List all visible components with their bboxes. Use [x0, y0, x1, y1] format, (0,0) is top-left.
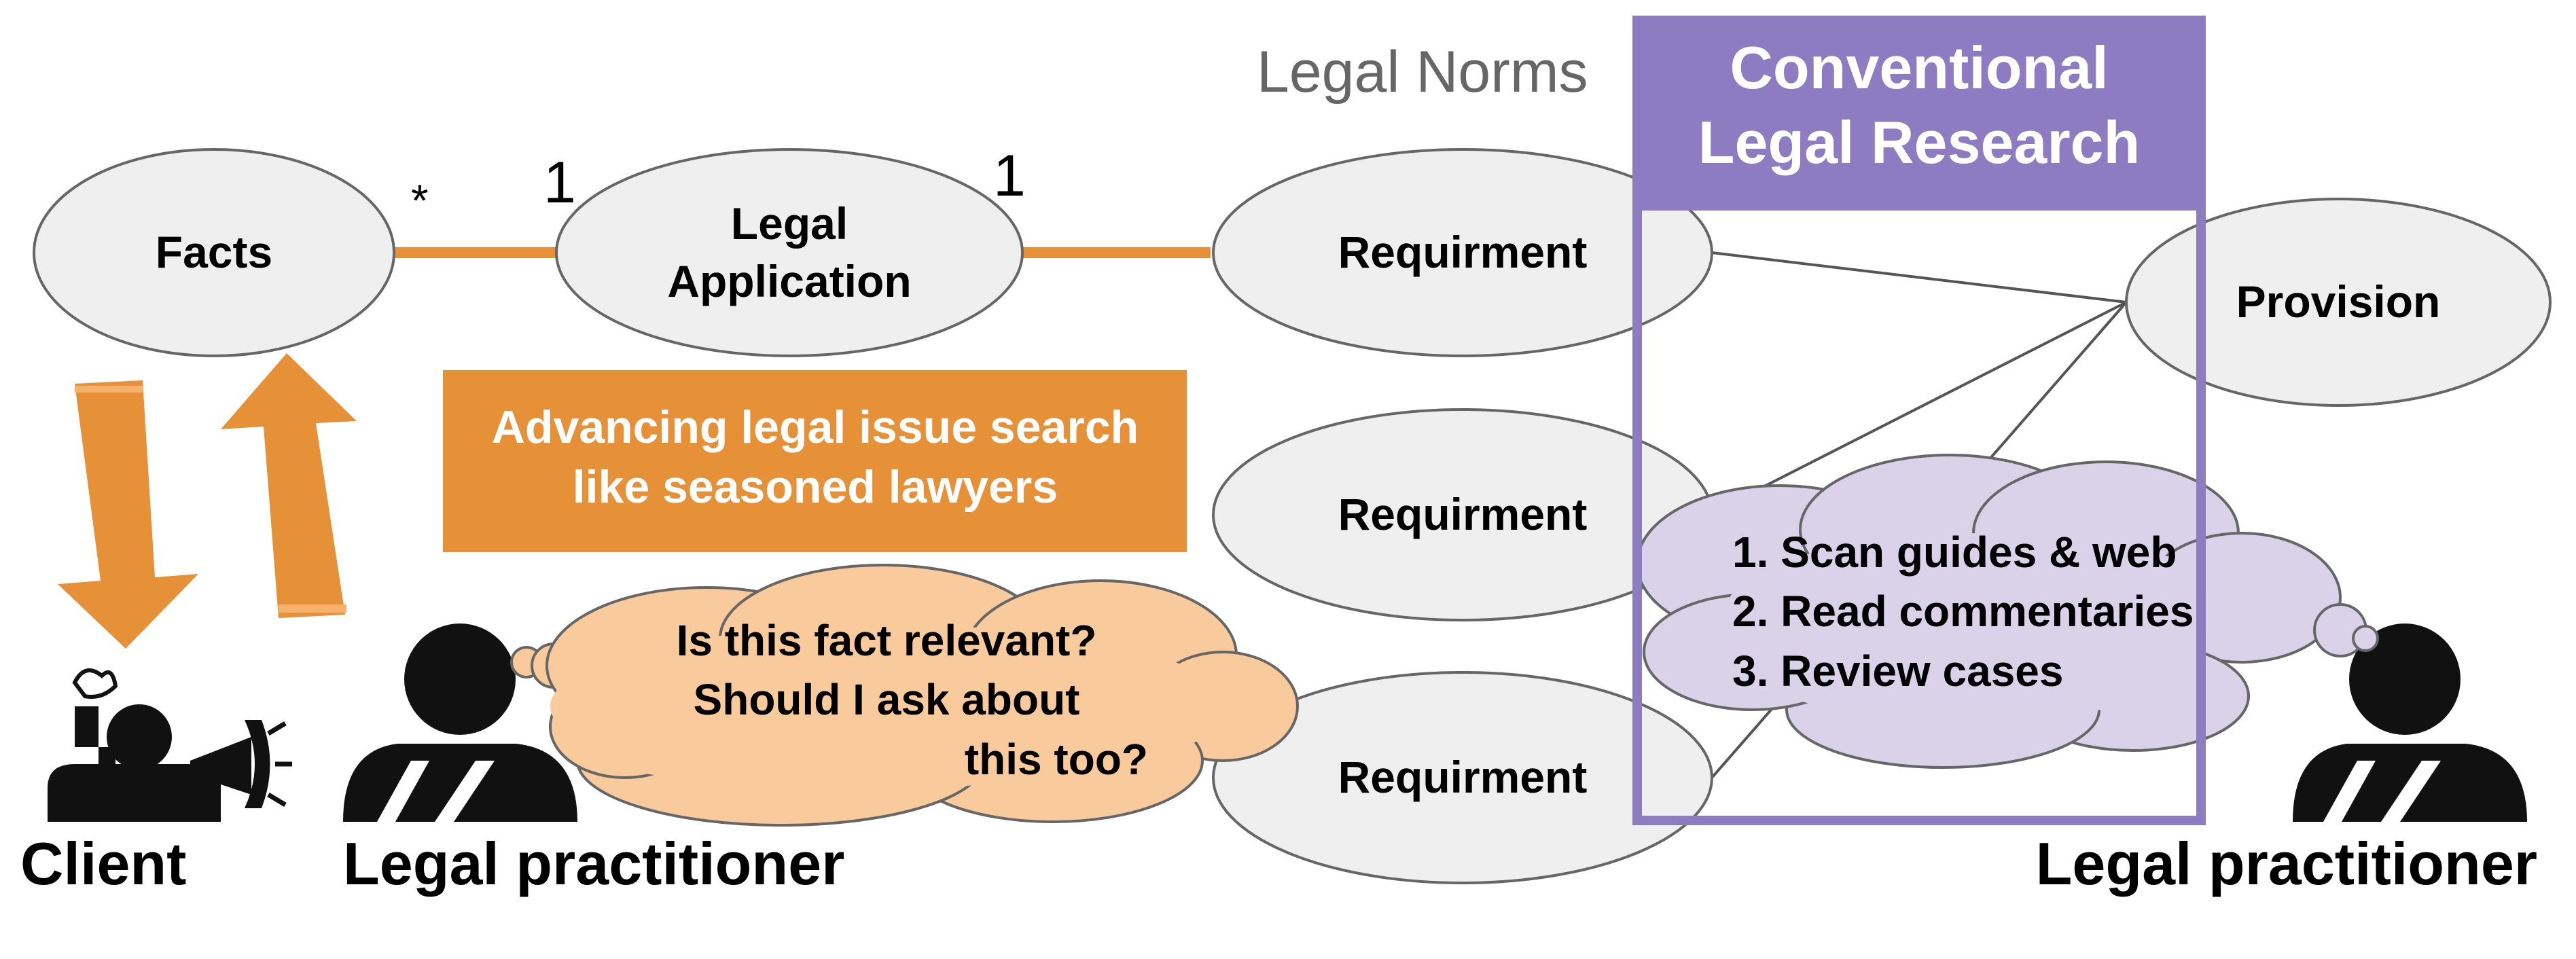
node-requirement-3-label: Requirment: [1338, 752, 1588, 802]
orange-arrow-icon: [58, 353, 357, 649]
research-title-line1: Conventional: [1730, 34, 2108, 101]
multiplicity-facts: *: [411, 175, 429, 225]
node-legal-application-label-2: Application: [667, 256, 911, 306]
requirement1-provision-link: [1711, 251, 2127, 304]
banner-line2: like seasoned lawyers: [573, 461, 1058, 513]
node-facts-label: Facts: [156, 227, 272, 277]
thinking-person-icon-right: [2293, 623, 2527, 822]
node-requirement-2-label: Requirment: [1338, 489, 1588, 539]
research-step-2: 2. Read commentaries: [1732, 587, 2194, 636]
client-megaphone-icon: [48, 668, 292, 822]
node-requirement-3: Requirment: [1212, 671, 1713, 884]
thinking-person-icon: [343, 623, 577, 822]
banner-line1: Advancing legal issue search: [492, 401, 1139, 453]
arrow-up: [221, 353, 357, 618]
node-requirement-2: Requirment: [1212, 408, 1713, 621]
node-legal-application: Legal Application: [555, 148, 1024, 357]
multiplicity-application-left: 1: [543, 150, 576, 215]
node-provision: Provision: [2125, 198, 2552, 407]
research-step-1: 1. Scan guides & web: [1732, 528, 2177, 577]
node-requirement-1: Requirment: [1212, 148, 1713, 357]
practitioner-right-label: Legal practitioner: [2036, 830, 2537, 897]
thought-line3: this too?: [965, 735, 1148, 784]
thought-line1: Is this fact relevant?: [677, 616, 1097, 665]
thought-line2: Should I ask about: [694, 675, 1080, 724]
node-facts: Facts: [33, 148, 395, 357]
node-provision-label: Provision: [2236, 276, 2441, 327]
node-requirement-1-label: Requirment: [1338, 227, 1588, 277]
requirement2-provision-link: [1732, 301, 2127, 504]
research-title-line2: Legal Research: [1698, 109, 2141, 176]
practitioner-thought-cloud: [510, 564, 1299, 827]
research-thought-cloud: [1636, 454, 2379, 769]
arrow-down: [58, 380, 198, 649]
node-legal-application-label-1: Legal: [731, 198, 848, 249]
multiplicity-application-right: 1: [993, 143, 1026, 209]
client-label: Client: [20, 830, 186, 897]
practitioner-left-label: Legal practitioner: [343, 830, 844, 897]
conventional-research-box: Conventional Legal Research: [1632, 16, 2206, 825]
research-step-3: 3. Review cases: [1732, 647, 2063, 695]
legal-norms-heading: Legal Norms: [1257, 39, 1588, 105]
advancing-banner: Advancing legal issue search like season…: [443, 370, 1187, 552]
